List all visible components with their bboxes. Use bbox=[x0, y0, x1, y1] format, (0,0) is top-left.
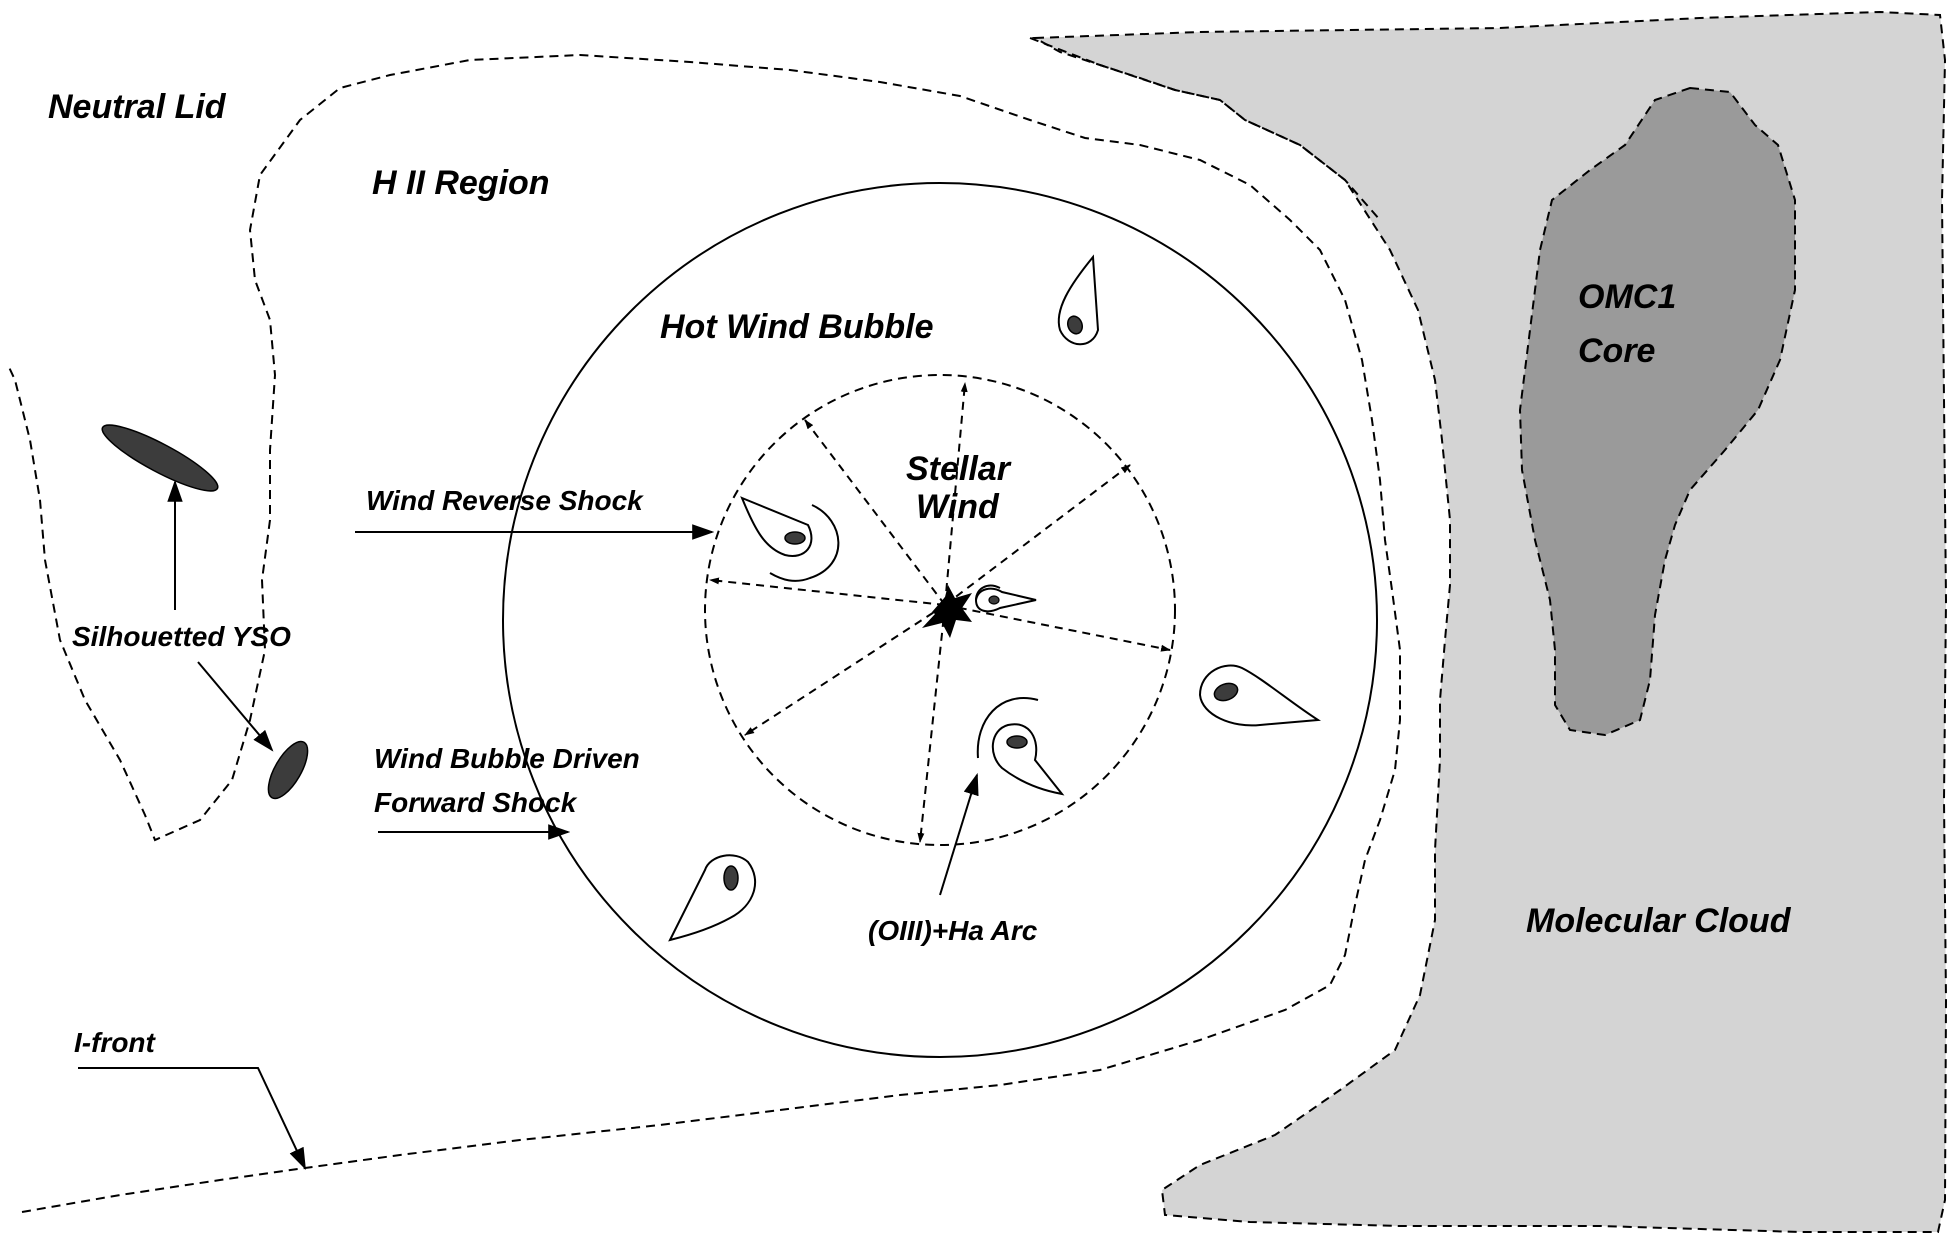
wind-reverse-shock-circle bbox=[704, 374, 1176, 846]
stellar-wind-label-line2: Wind bbox=[916, 488, 1000, 526]
hot-wind-bubble-label: Hot Wind Bubble bbox=[660, 308, 934, 346]
h2-region-boundary bbox=[7, 53, 1401, 1213]
proplyd-right bbox=[1198, 664, 1322, 727]
stellar-wind-arrows bbox=[709, 382, 1171, 843]
proplyd-top bbox=[1057, 254, 1100, 346]
silhouetted-yso-label: Silhouetted YSO bbox=[72, 621, 291, 652]
silhouetted-yso-lower bbox=[267, 740, 309, 800]
proplyd-lower-left bbox=[668, 854, 757, 942]
i-front-pointer bbox=[78, 1067, 306, 1170]
forward-shock-label-line2: Forward Shock bbox=[374, 787, 578, 818]
molecular-cloud-label: Molecular Cloud bbox=[1526, 902, 1792, 940]
proplyd-lower-center bbox=[976, 697, 1065, 796]
omc1-core-region bbox=[1518, 86, 1796, 737]
forward-shock-label-line1: Wind Bubble Driven bbox=[374, 743, 640, 774]
central-star-icon bbox=[922, 585, 972, 638]
proplyd-small-center bbox=[974, 584, 1037, 613]
yso-lower-pointer bbox=[197, 661, 274, 752]
oiii-arc-pointer bbox=[939, 772, 979, 896]
hot-wind-bubble bbox=[502, 182, 1378, 1058]
cloud-interface-boundary bbox=[1029, 37, 1381, 221]
proplyd-upper-left bbox=[740, 496, 840, 582]
oiii-arc-label: (OIII)+Ha Arc bbox=[868, 915, 1038, 946]
neutral-lid-label: Neutral Lid bbox=[48, 88, 227, 126]
i-front-label: I-front bbox=[74, 1027, 157, 1058]
stellar-wind-label-line1: Stellar bbox=[906, 450, 1012, 488]
omc1-label-line1: OMC1 bbox=[1578, 278, 1676, 316]
silhouetted-yso-upper bbox=[101, 424, 219, 492]
h2-region-label: H II Region bbox=[372, 164, 550, 202]
omc1-label-line2: Core bbox=[1578, 332, 1655, 370]
wind-reverse-shock-label: Wind Reverse Shock bbox=[366, 485, 644, 516]
